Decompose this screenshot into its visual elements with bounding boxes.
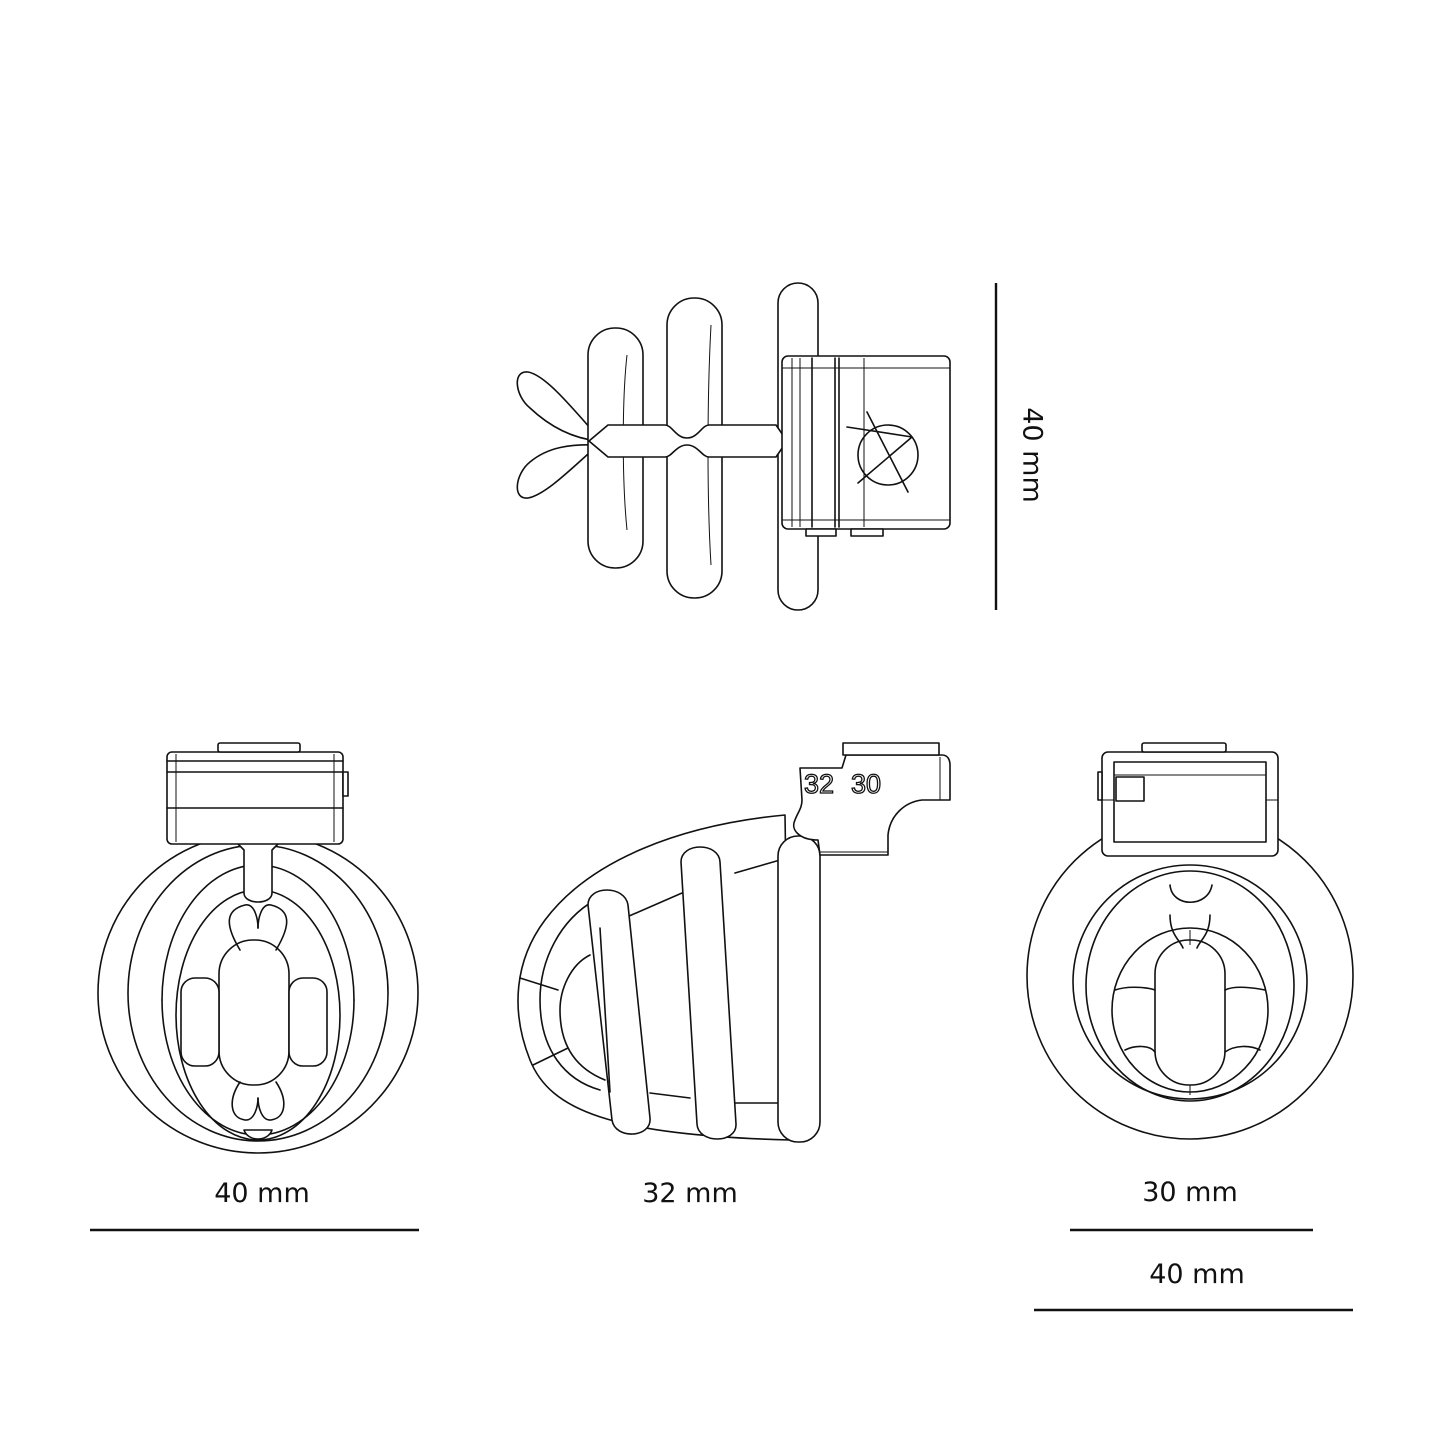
side-view-bar-2 [680, 846, 737, 1140]
top-view-pin [850, 528, 884, 537]
back-view-inner-width-label: 30 mm [1142, 1177, 1238, 1208]
back-view-outer-width-label: 40 mm [1149, 1259, 1245, 1290]
side-view-cage-outline [517, 814, 791, 1141]
top-view-tip-loop-upper [516, 371, 599, 442]
top-view-pin [805, 528, 837, 537]
side-view-bar-3 [777, 835, 821, 1143]
side-view-size-engraving-a: 32 [803, 768, 835, 799]
top-view-lock-housing [781, 355, 951, 530]
back-view-center-bar [1154, 939, 1226, 1086]
top-view-tip-loop-lower [516, 444, 599, 499]
anarchy-logo-icon [846, 411, 919, 493]
front-view-lock-housing [166, 751, 344, 845]
top-view [516, 282, 998, 611]
front-view-width-label: 40 mm [214, 1178, 310, 1209]
side-view-length-label: 32 mm [642, 1178, 738, 1209]
back-view [1026, 742, 1354, 1312]
side-view-size-engraving-b: 30 [850, 768, 882, 799]
back-view-lock-housing [1101, 751, 1279, 857]
side-view [517, 742, 951, 1143]
top-view-height-label: 40 mm [1016, 407, 1048, 503]
side-view-bar-1 [587, 889, 651, 1135]
front-view-center-bar [218, 939, 290, 1086]
front-view [90, 742, 419, 1232]
side-view-lock-block [793, 754, 951, 856]
